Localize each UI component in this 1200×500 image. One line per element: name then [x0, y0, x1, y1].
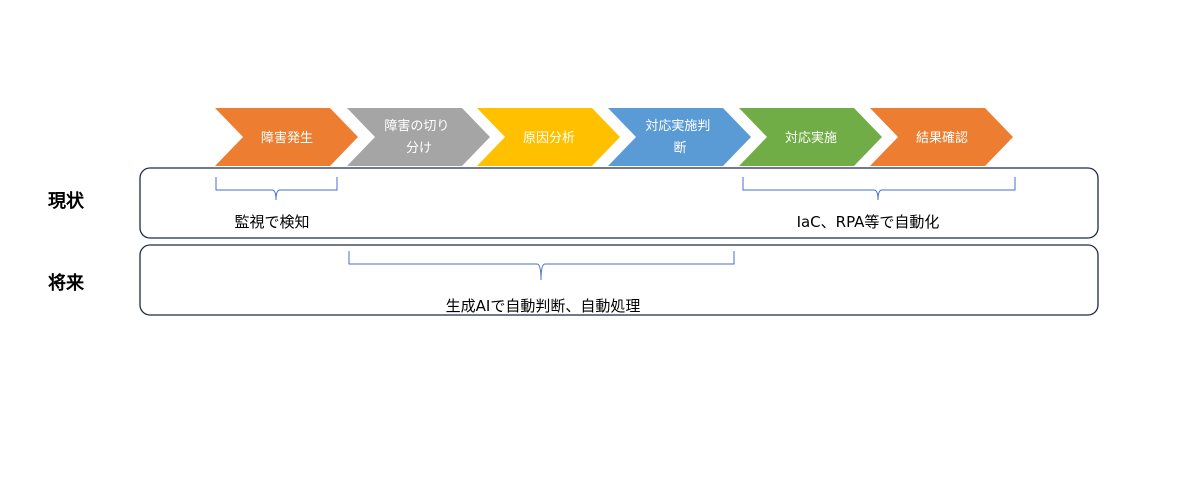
chevron-step-4: 対応実施判 断 [608, 108, 751, 166]
chevron-step-5: 対応実施 [739, 108, 882, 166]
chevron-label-4-line-2: 断 [673, 141, 686, 156]
chevron-shape-5 [739, 108, 882, 166]
chevron-step-6: 結果確認 [870, 108, 1013, 166]
row-label-current: 現状 [48, 190, 85, 212]
row-current: 現状 監視で検知 IaC、RPA等で自動化 [48, 167, 1099, 239]
chevron-label-1-line-1: 障害発生 [261, 130, 313, 146]
bracket-automation [742, 177, 1016, 201]
chevron-label-5-line-1: 対応実施 [785, 130, 837, 146]
row-future: 将来 生成AIで自動判断、自動処理 [48, 244, 1099, 316]
row-box-current [139, 167, 1099, 239]
note-ai-judgement: 生成AIで自動判断、自動処理 [446, 297, 641, 315]
chevron-step-1: 障害発生 [215, 108, 358, 166]
chevron-label-6: 結果確認 [916, 130, 968, 146]
row-label-future: 将来 [48, 272, 85, 294]
chevron-step-3: 原因分析 [477, 108, 620, 166]
chevron-step-2: 障害の切り 分け [347, 108, 490, 166]
chevron-shape-6 [870, 108, 1013, 166]
chevron-label-4-line-1: 対応実施判 [645, 118, 710, 134]
chevron-label-6-line-1: 結果確認 [916, 130, 968, 146]
chevron-shape-4 [608, 108, 751, 166]
bracket-detection [215, 177, 338, 201]
chevron-label-3: 原因分析 [523, 131, 575, 146]
chevron-label-2: 障害の切り 分け [384, 118, 453, 156]
chevron-label-5: 対応実施 [785, 130, 837, 146]
chevron-label-1: 障害発生 [261, 130, 313, 146]
chevron-shape-1 [215, 108, 358, 166]
chevron-label-4: 対応実施判 断 [645, 118, 714, 156]
note-detection: 監視で検知 [234, 213, 309, 231]
bracket-ai-judgement [348, 251, 735, 281]
chevron-label-2-line-1: 障害の切り [384, 118, 449, 134]
chevron-label-3-line-1: 原因分析 [523, 131, 575, 146]
chevron-shape-2 [347, 108, 490, 166]
row-box-future [139, 244, 1099, 316]
note-automation: IaC、RPA等で自動化 [797, 213, 940, 231]
chevron-shape-3 [477, 108, 620, 166]
chevron-label-2-line-2: 分け [406, 141, 432, 156]
process-chevrons: 障害発生 障害の切り 分け 原因分析 対応実施判 断 対 [215, 108, 1013, 166]
